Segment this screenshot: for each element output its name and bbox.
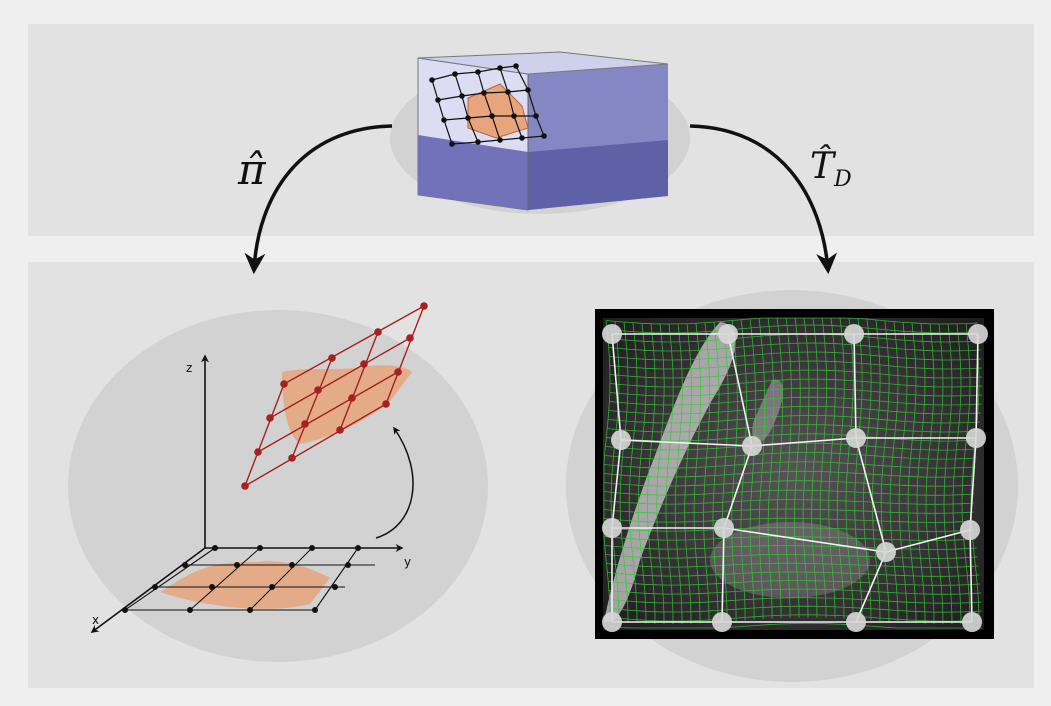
axes-plot [90, 302, 428, 633]
deformation-image [595, 309, 994, 639]
tilted-slice [282, 365, 412, 444]
x-axis [90, 547, 206, 633]
volume-box [417, 51, 669, 211]
left-halo [68, 310, 488, 662]
bright-tissue-band [604, 322, 736, 622]
volume-slice [467, 83, 529, 139]
x-axis-label: x [92, 613, 99, 627]
y-axis-label: y [404, 555, 411, 569]
control-mesh [611, 333, 979, 623]
td-arrow [689, 124, 838, 275]
td-label-sub: D [833, 167, 852, 192]
pi-label: π̂ [237, 145, 267, 194]
flat-grid [124, 547, 375, 611]
td-label-main: T̂ [810, 144, 837, 187]
td-label: T̂D [810, 144, 852, 192]
tilted-grid [244, 305, 425, 487]
control-points [602, 324, 988, 632]
pi-arrow [244, 124, 393, 275]
lift-arrow [375, 426, 414, 539]
deformation-grid [603, 317, 983, 629]
z-axis-label: z [186, 361, 192, 375]
